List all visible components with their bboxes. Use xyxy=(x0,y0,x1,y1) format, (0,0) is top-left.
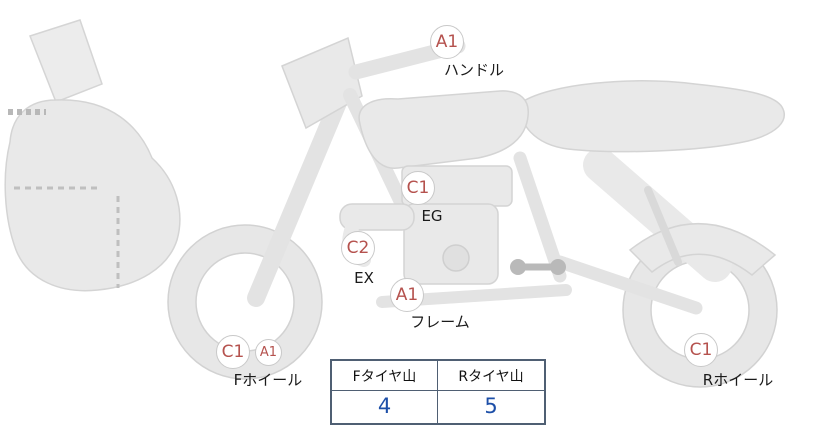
grade-badge-front-wheel: C1 xyxy=(216,335,250,369)
footpeg-drawing xyxy=(510,259,566,275)
grade-badge-engine: C1 xyxy=(401,171,435,205)
front-cowl-drawing xyxy=(4,19,181,292)
front-tire-value: 4 xyxy=(332,391,438,423)
shock-drawing xyxy=(644,186,682,266)
engine-drawing xyxy=(403,203,499,285)
grade-badge-front-wheel-2: A1 xyxy=(255,339,282,366)
rear-tire-header: Rタイヤ山 xyxy=(438,361,544,391)
carb-drawing xyxy=(339,203,415,231)
swingarm-drawing xyxy=(553,255,703,315)
front-tire-header: Fタイヤ山 xyxy=(332,361,438,391)
label-rear-wheel: Rホイール xyxy=(702,371,774,389)
head-drawing xyxy=(281,36,363,130)
label-engine: EG xyxy=(421,207,443,225)
tire-tread-table: Fタイヤ山 Rタイヤ山 4 5 xyxy=(330,359,546,425)
grade-badge-rear-wheel: C1 xyxy=(684,333,718,367)
rear-downtube-drawing xyxy=(513,151,567,283)
seat-drawing xyxy=(520,80,785,153)
label-frame: フレーム xyxy=(410,313,470,331)
grade-badge-handle: A1 xyxy=(430,25,464,59)
label-exhaust: EX xyxy=(354,269,374,287)
rear-tire-value: 5 xyxy=(484,394,498,418)
grade-badge-frame: A1 xyxy=(390,278,424,312)
label-handle: ハンドル xyxy=(443,61,505,79)
label-front-wheel: Fホイール xyxy=(233,371,303,389)
engine-case-drawing xyxy=(442,244,470,272)
tank-drawing xyxy=(358,90,529,169)
grade-badge-exhaust: C2 xyxy=(341,231,375,265)
